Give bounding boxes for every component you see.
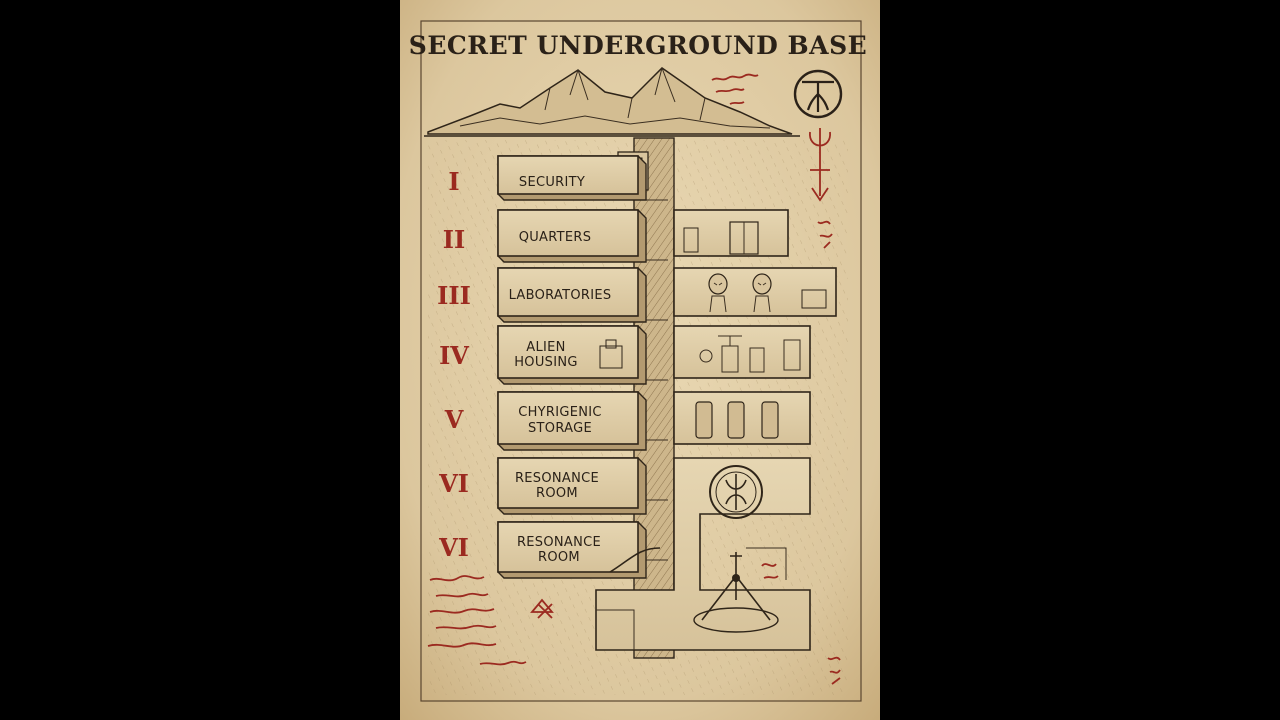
room-chyrigenic-storage [497,391,647,451]
room-label-storage: STORAGE [528,421,592,436]
mountain-range [424,67,800,137]
level-numeral-2: II [443,225,465,254]
storage-canister-icon [695,401,779,439]
room-security [497,155,647,201]
alien-figure-icon [752,273,772,313]
right-chambers [595,209,837,651]
level-numeral-3: III [437,281,471,310]
room-label-resonance-2: RESONANCE [517,535,601,550]
level-numeral-7: VI [438,533,469,562]
room-label-room-2: ROOM [538,550,580,565]
room-label-resonance-1: RESONANCE [515,471,599,486]
level-rooms [497,155,661,579]
level-numeral-5: V [444,405,464,434]
room-quarters [497,209,647,263]
room-label-laboratories: LABORATORIES [509,288,612,303]
page-title: SECRET UNDERGROUND BASE [409,31,867,60]
room-label-quarters: QUARTERS [519,230,592,245]
room-alien-housing [497,325,647,385]
level-numeral-6: VI [438,469,469,498]
resonator-tripod-icon [693,547,787,633]
room-resonance-1 [497,457,647,515]
lab-apparatus-icon [699,335,801,373]
poster: SECRET UNDERGROUND BASE [400,0,880,720]
room-label-housing: HOUSING [514,355,578,370]
level-numerals: I II III IV V VI VI [437,167,471,562]
room-label-security: SECURITY [519,175,585,190]
room-label-chyrigenic: CHYRIGENIC [518,405,602,420]
alien-figure-icon [708,273,728,313]
trident-glyph-icon [809,128,831,202]
room-label-room-1: ROOM [536,486,578,501]
room-label-alien: ALIEN [526,340,565,355]
base-diagram: SECRET UNDERGROUND BASE [400,0,880,720]
level-numeral-4: IV [439,341,469,370]
room-laboratories [497,267,647,323]
border-frame [420,20,862,702]
room-labels: SECURITY QUARTERS LABORATORIES ALIEN HOU… [509,175,612,565]
circle-t-icon [793,69,843,119]
room-resonance-2 [497,521,661,579]
level-numeral-1: I [448,167,459,196]
resonance-sigil-icon [709,465,763,519]
